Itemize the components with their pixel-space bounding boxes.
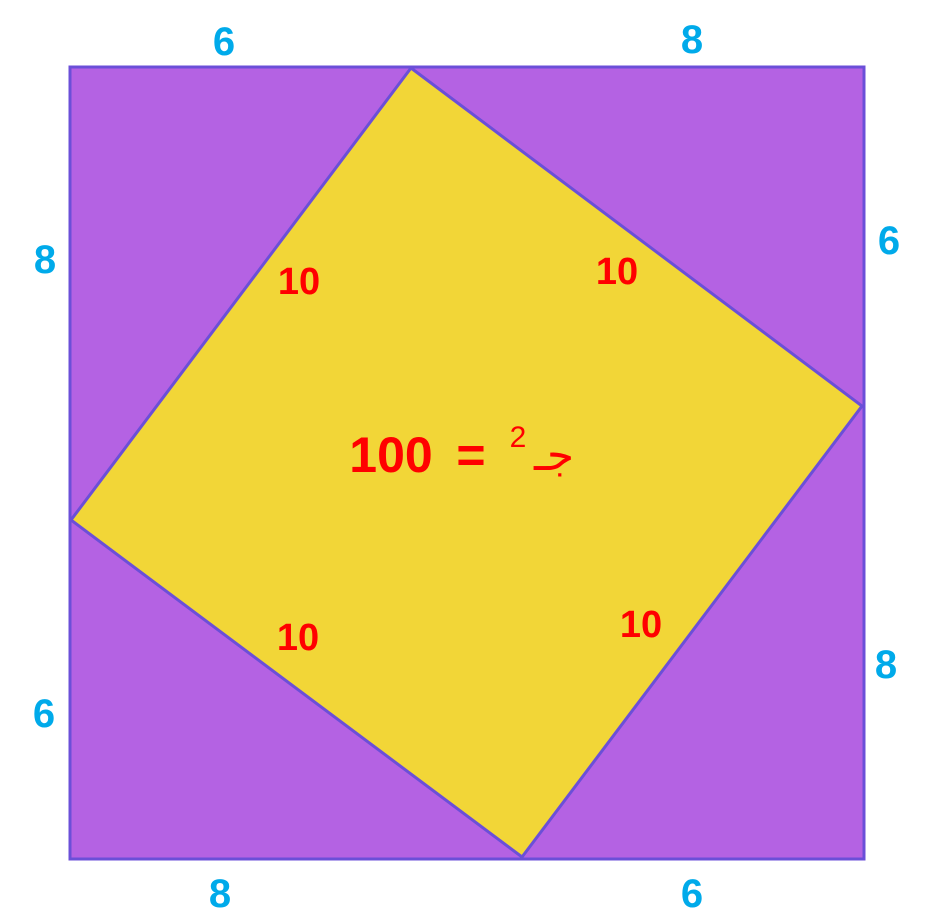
- hypotenuse-label-lower-right: 10: [620, 604, 662, 646]
- side-label-top-right: 8: [681, 18, 703, 62]
- side-label-right-lower: 8: [875, 643, 897, 687]
- formula-equals: =: [456, 427, 485, 483]
- side-label-top-left: 6: [213, 20, 235, 64]
- side-label-bottom-right: 6: [681, 872, 703, 916]
- formula-letter: جـ: [533, 430, 574, 481]
- side-label-bottom-left: 8: [209, 872, 231, 916]
- formula-exponent: 2: [510, 421, 527, 454]
- hypotenuse-label-upper-right: 10: [596, 251, 638, 293]
- side-label-left-lower: 6: [33, 692, 55, 736]
- side-label-right-upper: 6: [878, 219, 900, 263]
- formula-value: 100: [349, 427, 432, 483]
- inner-square: [68, 65, 865, 860]
- hypotenuse-label-upper-left: 10: [278, 261, 320, 303]
- hypotenuse-label-lower-left: 10: [277, 617, 319, 659]
- side-label-left-upper: 8: [34, 238, 56, 282]
